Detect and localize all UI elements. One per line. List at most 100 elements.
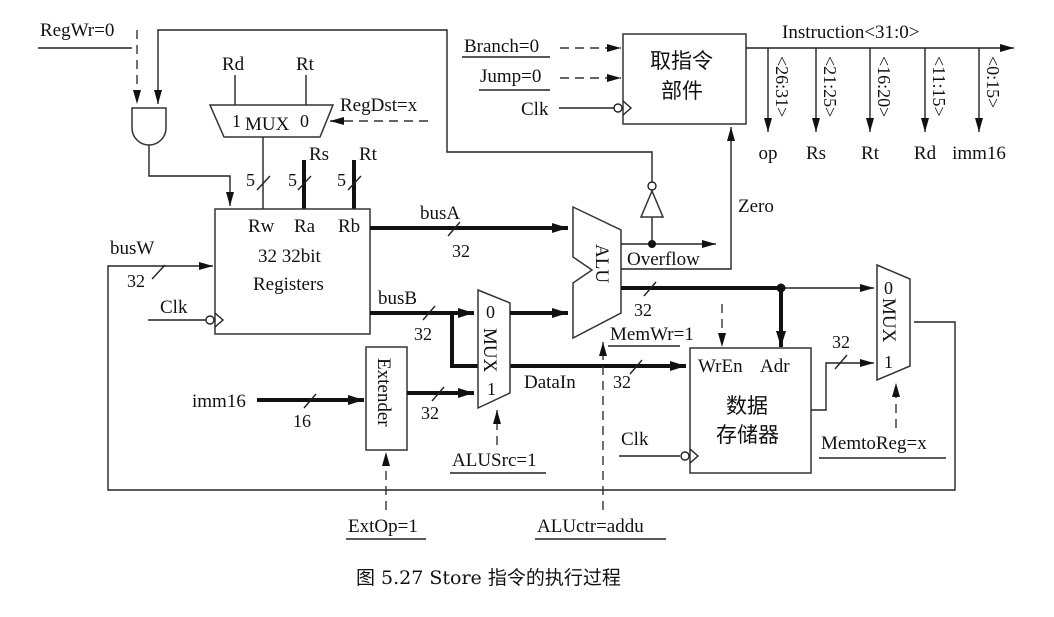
busw-width-tick: [151, 264, 166, 280]
datain-width-tick: [629, 359, 643, 375]
alusrc-mux-shape: [477, 288, 511, 410]
mem-out-wire: [811, 359, 874, 411]
instruction-bus-label: Instruction<31:0>: [782, 22, 920, 43]
alusrc-label: ALUSrc=1: [452, 450, 537, 471]
not-gate: [639, 189, 665, 218]
rw-width: 5: [246, 170, 255, 190]
imm16-input-label: imm16: [192, 391, 246, 412]
alu: ALU Overflow Zero: [572, 127, 774, 340]
regfile-title: Registers: [253, 274, 324, 295]
mem-clk-triangle: [689, 448, 700, 464]
regdst-in1-label: Rd: [222, 54, 245, 75]
regdst-mux: Rd Rt 1 MUX 0 RegDst=x: [208, 54, 428, 138]
memtoreg-sel0: 0: [884, 278, 893, 298]
busb-width-tick: [422, 305, 436, 321]
ra-width: 5: [288, 170, 297, 190]
rw-width-tick: [256, 175, 271, 191]
imm16-width: 16: [293, 411, 311, 431]
rw-port-label: Rw: [248, 216, 275, 237]
fetch-unit-title-line1: 取指令: [650, 49, 713, 73]
fetch-clk-label: Clk: [521, 99, 549, 120]
mem-clk-label: Clk: [621, 429, 649, 450]
regfile-clk-triangle: [214, 312, 225, 328]
busa-width: 32: [452, 241, 470, 261]
regwr-signal: RegWr=0: [38, 20, 141, 104]
fetch-clk-triangle: [622, 100, 633, 116]
instruction-field-name: Rt: [861, 143, 880, 164]
imm16-width-tick: [303, 393, 317, 409]
mem-out-width: 32: [832, 332, 850, 352]
figure-caption: 图 5.27 Store 指令的执行过程: [356, 567, 621, 589]
zero-label: Zero: [738, 196, 774, 217]
memtoreg-mux: 0 MUX 1 MemtoReg=x: [819, 263, 946, 459]
register-file: Rs Rt 5 5 5 Rw Ra Rb 32 32bit Registers …: [110, 137, 378, 335]
busb-width: 32: [414, 324, 432, 344]
aluctr-label: ALUctr=addu: [537, 516, 644, 537]
and-to-regfile-wire: [148, 145, 234, 206]
alu-label: ALU: [591, 244, 612, 283]
instruction-field-range: <0:15>: [983, 56, 1003, 108]
data-memory-title-line1: 数据: [726, 394, 768, 418]
datain-width: 32: [613, 372, 631, 392]
adr-port-label: Adr: [760, 356, 790, 377]
busw-label: busW: [110, 238, 154, 259]
ra-width-tick: [297, 175, 312, 191]
memtoreg-mux-label: MUX: [878, 298, 899, 343]
mem-out-width-tick: [834, 354, 848, 370]
rb-width: 5: [337, 170, 346, 190]
instruction-field-name: imm16: [952, 143, 1006, 164]
instruction-field-range: <21:25>: [820, 56, 840, 117]
instruction-field-name: Rs: [806, 143, 826, 164]
instruction-fetch-unit: 取指令 部件 Branch=0 Jump=0 Clk: [462, 33, 747, 125]
register-file-box: [214, 208, 371, 335]
regwr-label: RegWr=0: [40, 20, 114, 41]
and-gate: [131, 107, 167, 146]
ra-port-label: Ra: [294, 216, 316, 237]
data-memory-box: [689, 347, 812, 474]
alu-out-width: 32: [634, 300, 652, 320]
data-memory: WrEn Adr 数据 存储器 Clk: [619, 347, 812, 474]
overflow-not-to-and-wire: [154, 29, 653, 213]
busw-width: 32: [127, 271, 145, 291]
regdst-sel1: 1: [232, 111, 241, 131]
extender-box: [365, 346, 408, 451]
wren-port-label: WrEn: [698, 356, 743, 377]
writeback-loop-wire: [107, 262, 956, 491]
fetch-unit-title-line2: 部件: [661, 79, 703, 103]
rb-width-tick: [347, 175, 362, 191]
regfile-clk-label: Clk: [160, 297, 188, 318]
rb-port-label: Rb: [338, 216, 360, 237]
instruction-field-range: <26:31>: [772, 56, 792, 117]
rt-input-label: Rt: [359, 144, 378, 165]
jump-label: Jump=0: [480, 66, 541, 87]
data-memory-title-line2: 存储器: [716, 423, 779, 447]
regfile-clk-bubble: [205, 315, 215, 325]
fetch-unit-box: [622, 33, 747, 125]
instruction-field-name: op: [759, 143, 778, 164]
instruction-fields: <26:31> op <21:25> Rs <16:20> Rt <11:15> Rd <0:1…: [759, 48, 1006, 164]
busa-label: busA: [420, 203, 460, 224]
regdst-in0-label: Rt: [296, 54, 315, 75]
memwr-label: MemWr=1: [610, 324, 694, 345]
alusrc-sel1: 1: [487, 379, 496, 399]
instruction-field-name: Rd: [914, 143, 937, 164]
fetch-clk-bubble: [613, 103, 623, 113]
zero-wire: [621, 127, 735, 270]
instruction-field-range: <16:20>: [874, 56, 894, 117]
alusrc-mux-label: MUX: [479, 328, 500, 373]
regfile-size-label: 32 32bit: [258, 246, 322, 267]
ext-out-width: 32: [421, 403, 439, 423]
extender-label: Extender: [373, 358, 394, 427]
alu-out-width-tick: [643, 281, 657, 297]
regdst-mux-label: MUX: [245, 114, 290, 135]
memtoreg-sel1: 1: [884, 352, 893, 372]
busb-label: busB: [378, 288, 417, 309]
rs-input-label: Rs: [309, 144, 329, 165]
regdst-sel0: 0: [300, 111, 309, 131]
alusrc-mux: 0 MUX 1 ALUSrc=1: [450, 288, 546, 474]
branch-label: Branch=0: [464, 36, 539, 57]
memtoreg-mux-shape: [876, 263, 911, 382]
alusrc-sel0: 0: [486, 302, 495, 322]
instruction-field-range: <11:15>: [929, 56, 949, 117]
